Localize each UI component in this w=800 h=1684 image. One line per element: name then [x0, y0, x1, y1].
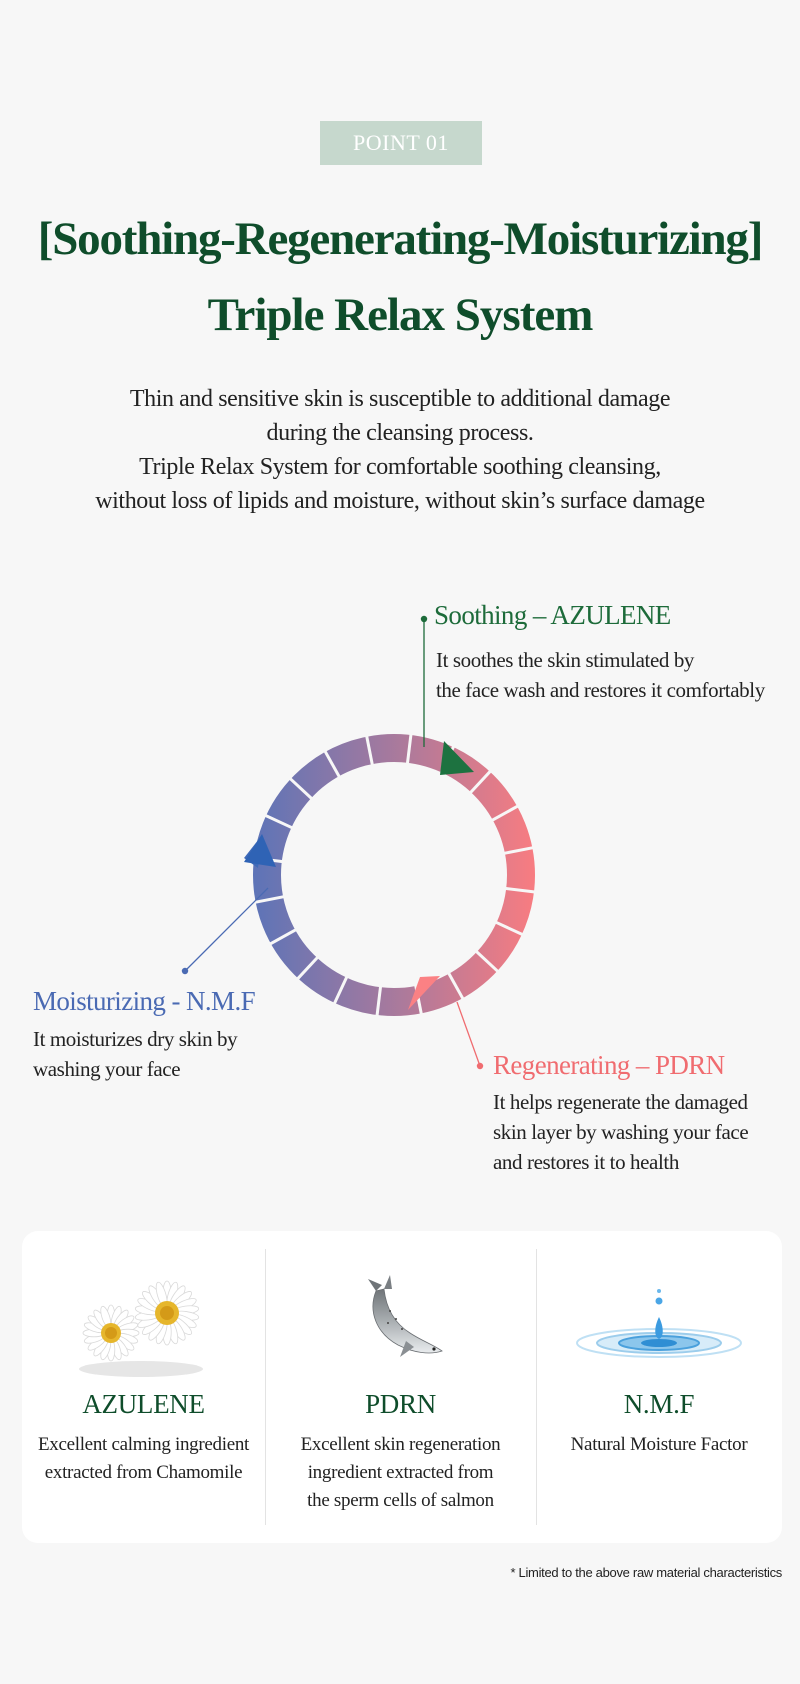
ingredient-pdrn: PDRN Excellent skin regeneration ingredi… [265, 1231, 536, 1543]
description-line: the sperm cells of salmon [307, 1490, 494, 1511]
intro-text: Thin and sensitive skin is susceptible t… [0, 382, 800, 518]
description-line: the face wash and restores it comfortabl… [436, 678, 765, 702]
ingredient-nmf: N.M.F Natural Moisture Factor [536, 1231, 782, 1543]
intro-line: without loss of lipids and moisture, wit… [95, 488, 705, 514]
soothing-description: It soothes the skin stimulated by the fa… [436, 645, 765, 705]
description-line: Excellent skin regeneration [300, 1434, 501, 1455]
moisturizing-description: It moisturizes dry skin by washing your … [33, 1024, 238, 1084]
ring-divider [490, 804, 520, 823]
description-line: extracted from Chamomile [44, 1462, 243, 1483]
intro-line: Triple Relax System for comfortable soot… [139, 454, 661, 480]
ingredient-name: PDRN [365, 1389, 436, 1419]
ring-divider [446, 971, 465, 1001]
ring-divider [504, 886, 537, 894]
water-drop-ripple-icon [576, 1289, 742, 1358]
ingredient-name: N.M.F [623, 1389, 695, 1419]
footnote: * Limited to the above raw material char… [510, 1565, 782, 1580]
ring-divider [375, 985, 383, 1018]
ring-divider [364, 734, 375, 767]
green-arrowhead-icon [440, 741, 474, 775]
ingredient-description: Natural Moisture Factor [536, 1431, 782, 1459]
ring-divider [474, 949, 500, 974]
pink-arrowhead-icon [408, 976, 440, 1010]
ring-divider [332, 975, 349, 1006]
headline-line2: Triple Relax System [207, 289, 594, 341]
blue-arrowhead-main-icon [244, 834, 276, 867]
ring-divider [502, 845, 535, 856]
triple-relax-cycle-diagram [181, 615, 537, 1070]
ingredient-description: Excellent skin regeneration ingredient e… [265, 1431, 536, 1515]
description-line: It helps regenerate the damaged [493, 1090, 748, 1114]
description-line: ingredient extracted from [307, 1462, 494, 1483]
intro-line: Thin and sensitive skin is susceptible t… [129, 386, 671, 412]
column-divider [536, 1249, 537, 1525]
ring-divider [263, 813, 294, 830]
cycle-ring [253, 734, 535, 1016]
ring-divider [494, 920, 525, 937]
chamomile-flower-icon [78, 1280, 203, 1377]
regenerating-leader-line [456, 1001, 481, 1067]
intro-line: during the cleansing process. [266, 420, 534, 446]
ring-divider [295, 955, 320, 981]
description-line: Natural Moisture Factor [570, 1434, 748, 1455]
column-divider [265, 1249, 266, 1525]
description-line: It soothes the skin stimulated by [436, 648, 695, 672]
ingredient-azulene: AZULENE Excellent calming ingredient ext… [22, 1231, 265, 1543]
description-line: skin layer by washing your face [493, 1120, 749, 1144]
moisturizing-title: Moisturizing - N.M.F [33, 986, 256, 1016]
ring-divider [405, 732, 413, 765]
point-badge: POINT 01 [320, 121, 482, 165]
ingredient-description: Excellent calming ingredient extracted f… [22, 1431, 265, 1487]
soothing-title: Soothing – AZULENE [434, 600, 671, 630]
description-line: It moisturizes dry skin by [33, 1027, 238, 1051]
ingredient-name: AZULENE [82, 1389, 205, 1419]
soothing-leader-dot [420, 615, 428, 623]
description-line: Excellent calming ingredient [37, 1434, 250, 1455]
salmon-fish-icon [367, 1275, 443, 1357]
regenerating-description: It helps regenerate the damaged skin lay… [493, 1087, 749, 1177]
ingredients-card: AZULENE Excellent calming ingredient ext… [22, 1231, 782, 1543]
description-line: washing your face [33, 1057, 181, 1081]
regenerating-leader-dot [476, 1062, 484, 1070]
moisturizing-leader-line [184, 887, 269, 972]
description-line: and restores it to health [493, 1150, 679, 1174]
ring-divider [268, 927, 298, 946]
regenerating-title: Regenerating – PDRN [493, 1050, 725, 1080]
ring-divider [253, 894, 286, 905]
moisturizing-leader-dot [181, 967, 189, 975]
ring-divider [323, 749, 342, 779]
headline-line1: [Soothing-Regenerating-Moisturizing] [37, 213, 764, 265]
ring-divider [468, 769, 493, 795]
ring-divider [288, 776, 314, 801]
